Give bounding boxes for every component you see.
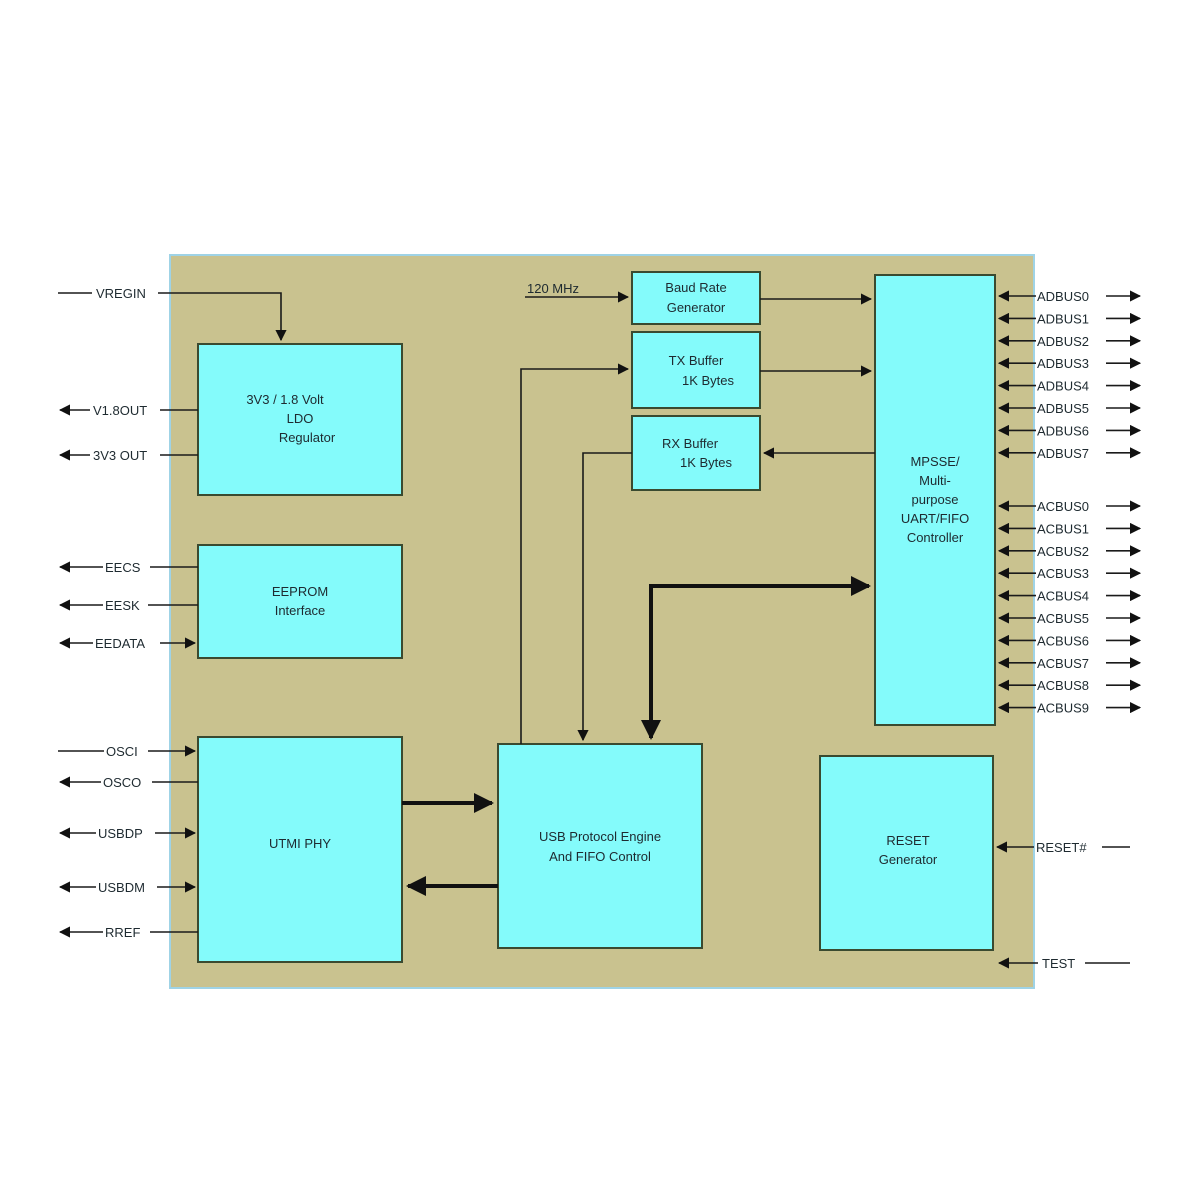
- mpsse-label-3: purpose: [912, 492, 959, 507]
- pin-adbus: ADBUS3: [1037, 356, 1089, 371]
- mpsse-controller-block: MPSSE/ Multi- purpose UART/FIFO Controll…: [874, 274, 996, 726]
- usb-to-tx-wire: [520, 363, 630, 744]
- right-bus-pins: ADBUS0ADBUS1ADBUS2ADBUS3ADBUS4ADBUS5ADBU…: [997, 289, 1142, 716]
- pin-acbus: ACBUS4: [1037, 589, 1089, 604]
- ldo-regulator-block: 3V3 / 1.8 Volt LDO Regulator: [197, 343, 403, 496]
- pin-eedata: EEDATA: [95, 636, 145, 651]
- clock-label: 120 MHz: [527, 281, 579, 296]
- pin-adbus: ADBUS2: [1037, 334, 1089, 349]
- ldo-label-3: Regulator: [279, 430, 336, 445]
- pin-rref: RREF: [105, 925, 140, 940]
- tx-label-1: TX Buffer: [669, 353, 724, 368]
- rx-label-2: 1K Bytes: [680, 455, 733, 470]
- pin-acbus: ACBUS9: [1037, 701, 1089, 716]
- pin-adbus: ADBUS0: [1037, 289, 1089, 304]
- mpsse-label-2: Multi-: [919, 473, 951, 488]
- baud-label-1: Baud Rate: [665, 280, 726, 295]
- pin-acbus: ACBUS7: [1037, 656, 1089, 671]
- usb-label-1: USB Protocol Engine: [539, 829, 661, 844]
- utmi-phy-block: UTMI PHY: [197, 736, 403, 963]
- mpsse-label-4: UART/FIFO: [901, 511, 969, 526]
- pin-acbus: ACBUS2: [1037, 544, 1089, 559]
- pin-acbus: ACBUS0: [1037, 499, 1089, 514]
- pin-acbus: ACBUS6: [1037, 633, 1089, 648]
- pin-adbus: ADBUS1: [1037, 311, 1089, 326]
- pin-adbus: ADBUS4: [1037, 379, 1089, 394]
- right-control-pins: RESET# TEST: [995, 840, 1130, 971]
- pin-osci: OSCI: [106, 744, 138, 759]
- eeprom-interface-block: EEPROM Interface: [197, 544, 403, 659]
- rx-label-1: RX Buffer: [662, 436, 719, 451]
- pin-v33out: 3V3 OUT: [93, 448, 147, 463]
- baud-rate-generator-block: Baud Rate Generator: [631, 271, 761, 325]
- usb-label-2: And FIFO Control: [549, 849, 651, 864]
- usb-protocol-engine-block: USB Protocol Engine And FIFO Control: [497, 743, 703, 949]
- pin-eecs: EECS: [105, 560, 141, 575]
- left-pins: VREGIN V1.8OUT 3V3 OUT EECS EESK EEDATA …: [58, 286, 287, 940]
- pin-acbus: ACBUS3: [1037, 566, 1089, 581]
- ldo-label-2: LDO: [287, 411, 314, 426]
- reset-generator-block: RESET Generator: [819, 755, 994, 951]
- pin-adbus: ADBUS7: [1037, 446, 1089, 461]
- pin-test: TEST: [1042, 956, 1075, 971]
- pin-osco: OSCO: [103, 775, 141, 790]
- pin-adbus: ADBUS5: [1037, 401, 1089, 416]
- utmi-label: UTMI PHY: [269, 836, 331, 851]
- eeprom-label-2: Interface: [275, 603, 326, 618]
- reset-label-2: Generator: [879, 852, 938, 867]
- mpsse-label-1: MPSSE/: [910, 454, 960, 469]
- pin-eesk: EESK: [105, 598, 140, 613]
- ldo-label-1: 3V3 / 1.8 Volt: [246, 392, 324, 407]
- reset-label-1: RESET: [886, 833, 929, 848]
- mpsse-label-5: Controller: [907, 530, 964, 545]
- eeprom-label-1: EEPROM: [272, 584, 328, 599]
- pin-usbdm: USBDM: [98, 880, 145, 895]
- pin-usbdp: USBDP: [98, 826, 143, 841]
- internal-connections: 120 MHz: [402, 281, 875, 896]
- rx-buffer-block: RX Buffer 1K Bytes: [631, 415, 761, 491]
- baud-label-2: Generator: [667, 300, 726, 315]
- rx-to-usb-wire: [577, 452, 632, 742]
- pin-acbus: ACBUS1: [1037, 521, 1089, 536]
- pin-acbus: ACBUS5: [1037, 611, 1089, 626]
- pin-reset: RESET#: [1036, 840, 1087, 855]
- pin-adbus: ADBUS6: [1037, 423, 1089, 438]
- tx-label-2: 1K Bytes: [682, 373, 735, 388]
- pin-acbus: ACBUS8: [1037, 678, 1089, 693]
- tx-buffer-block: TX Buffer 1K Bytes: [631, 331, 761, 409]
- pin-vregin: VREGIN: [96, 286, 146, 301]
- pin-v18out: V1.8OUT: [93, 403, 147, 418]
- usb-mpsse-bus: [641, 576, 871, 740]
